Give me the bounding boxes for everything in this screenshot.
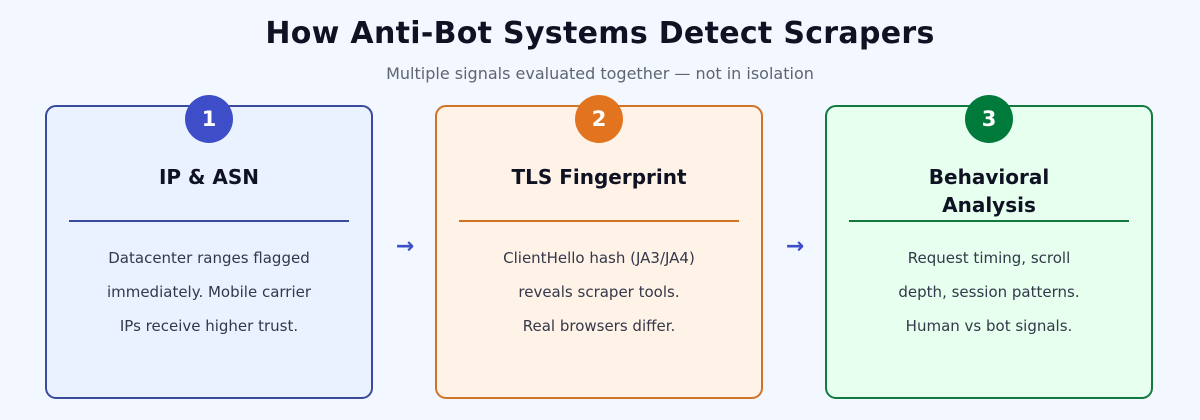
card-description-line: Human vs bot signals. [905,317,1073,335]
card-title-line: TLS Fingerprint [511,165,687,189]
card-title: TLS Fingerprint [457,163,741,221]
diagram-title: How Anti-Bot Systems Detect Scrapers [265,16,935,51]
card-title-line: Behavioral [928,165,1050,189]
step-badge-2: 2 [575,95,623,143]
card-description-line: IPs receive higher trust. [119,317,299,335]
card-description-line: Request timing, scroll [907,249,1071,267]
card-divider [849,220,1129,222]
card-tls-fingerprint: 2 TLS Fingerprint ClientHello hash (JA3/… [435,95,763,399]
card-description-line: immediately. Mobile carrier [106,283,312,301]
card-description: ClientHello hash (JA3/JA4) reveals scrap… [451,241,747,343]
card-title-line: IP & ASN [158,165,260,189]
card-title-line: Analysis [942,193,1036,217]
card-description-line: ClientHello hash (JA3/JA4) [503,249,695,267]
step-badge-3: 3 [965,95,1013,143]
card-title: Behavioral Analysis [847,163,1131,221]
step-badge-1: 1 [185,95,233,143]
card-title: IP & ASN [67,163,351,221]
flow-arrow-1: → [395,234,415,259]
card-description-line: Datacenter ranges flagged [108,249,310,267]
diagram-subtitle: Multiple signals evaluated together — no… [386,64,814,83]
card-divider [69,220,349,222]
flow-arrow-2: → [785,234,805,259]
card-description-line: reveals scraper tools. [518,283,680,301]
card-description: Request timing, scroll depth, session pa… [841,241,1137,343]
card-description-line: depth, session patterns. [898,283,1080,301]
card-description-line: Real browsers differ. [522,317,676,335]
card-description: Datacenter ranges flagged immediately. M… [61,241,357,343]
card-divider [459,220,739,222]
card-behavioral-analysis: 3 Behavioral Analysis Request timing, sc… [825,95,1153,399]
card-ip-asn: 1 IP & ASN Datacenter ranges flagged imm… [45,95,373,399]
